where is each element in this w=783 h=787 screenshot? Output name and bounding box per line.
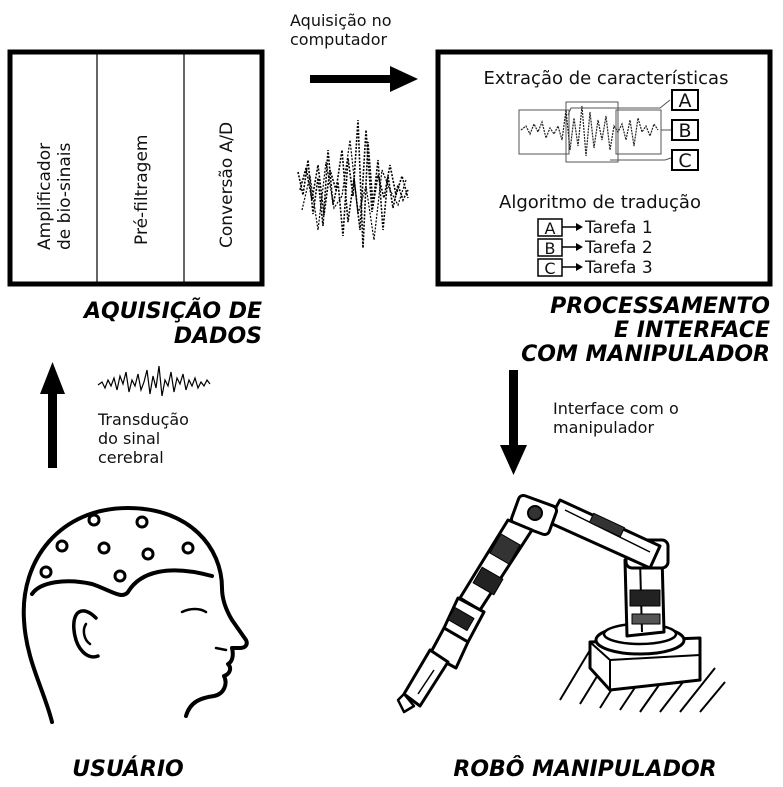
processing-title-line3: COM MANIPULADOR [521,342,770,367]
acquisition-title-line2: DADOS [174,324,262,349]
up-arrow [40,362,65,468]
task-label: Tarefa 3 [584,258,653,278]
down-arrow [500,370,527,475]
task-key: B [545,239,556,258]
feature-label-c: C [671,149,699,172]
task-row: C Tarefa 3 [537,258,653,278]
to-computer-label-line1: Aquisição no [290,11,392,30]
to-computer-label-line2: computador [290,30,387,49]
brain-signal-graphic [97,365,211,397]
user-caption: USUÁRIO [72,756,183,782]
transduction-label-line3: cerebral [98,448,164,467]
feature-extraction-title: Extração de características [484,68,729,89]
processing-title-line2: E INTERFACE [614,318,770,343]
robot-arm-illustration [396,493,726,714]
task-key: A [545,219,556,238]
processing-box: Extração de características A B C Algori… [435,49,773,287]
manipulator-interface-label-line1: Interface com o [553,399,679,418]
task-row: B Tarefa 2 [537,238,653,258]
feature-signal-graphic [518,99,672,163]
processing-title-line1: PROCESSAMENTO [550,294,770,319]
acquisition-title-line1: AQUISIÇÃO DE [82,298,262,324]
task-key: C [544,259,555,278]
stage-amplifier-line1: Amplificador [35,143,55,250]
manipulator-interface-label-line2: manipulador [553,418,654,437]
raw-signal-graphic [297,119,409,249]
feature-label-a: A [671,89,699,112]
transduction-label-line1: Transdução [97,410,189,429]
user-head-illustration [21,506,249,724]
translation-algorithm-title: Algoritmo de tradução [499,192,701,213]
transduction-label-line2: do sinal [98,429,160,448]
task-row: A Tarefa 1 [537,218,653,238]
acquisition-frame [7,49,265,287]
robot-caption: ROBÔ MANIPULADOR [453,756,716,782]
svg-text:C: C [678,150,691,172]
stage-amplifier-line2: de bio-sinais [55,142,75,250]
task-label: Tarefa 1 [584,218,653,238]
right-arrow [310,66,418,92]
processing-frame [435,49,773,287]
svg-text:B: B [678,120,691,142]
feature-label-b: B [671,119,699,142]
acquisition-box: Amplificador de bio-sinais Pré-filtragem… [7,49,265,287]
stage-ad-conversion: Conversão A/D [217,122,237,248]
task-label: Tarefa 2 [584,238,653,258]
stage-prefilter: Pré-filtragem [132,135,152,245]
svg-text:A: A [679,90,692,112]
